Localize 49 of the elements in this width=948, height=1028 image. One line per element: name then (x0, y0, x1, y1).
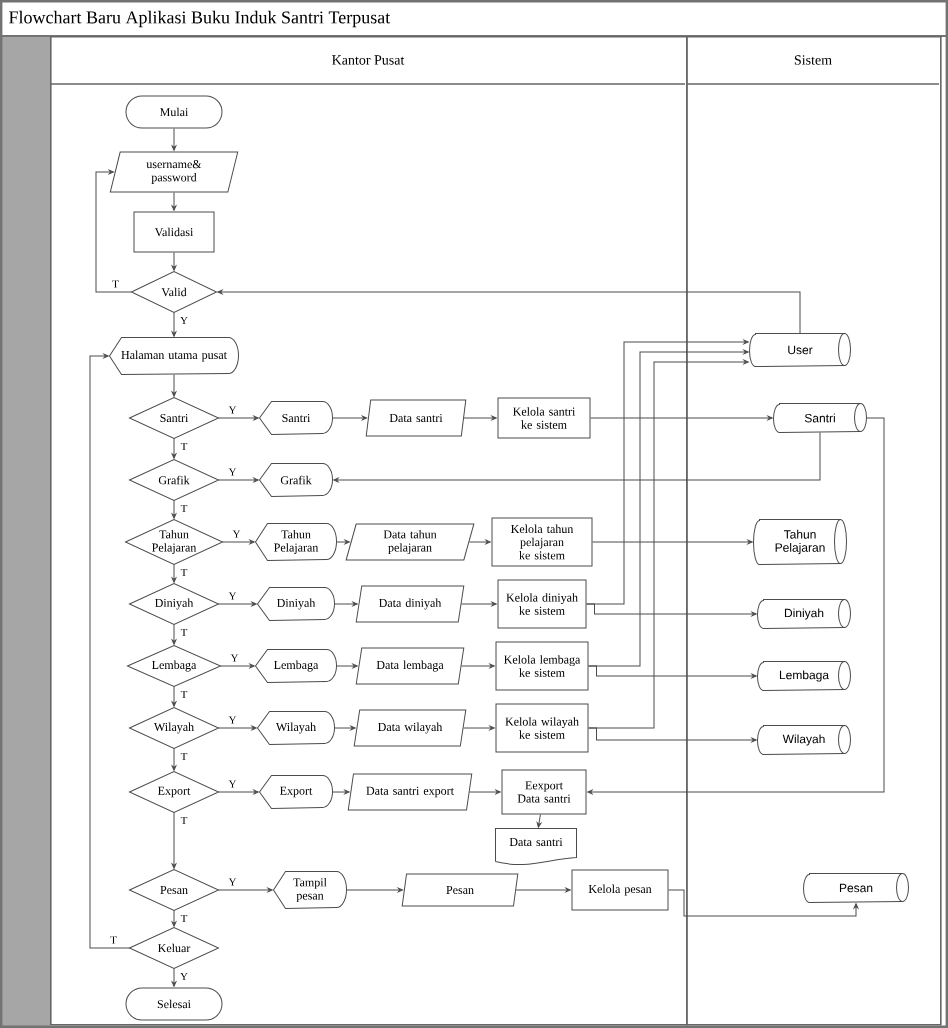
arrow (515, 887, 571, 893)
arrow (218, 725, 257, 731)
arrow (171, 192, 177, 211)
arrow (592, 539, 753, 545)
arrow (171, 748, 177, 771)
arrow (171, 252, 177, 271)
arrow (171, 812, 177, 869)
arrow (332, 789, 350, 795)
arrow (218, 789, 259, 795)
arrow (171, 374, 177, 397)
arrow (461, 663, 495, 669)
arrow (346, 887, 404, 893)
arrow (334, 725, 356, 731)
arrow (336, 539, 350, 545)
arrow (463, 725, 495, 731)
arrow (586, 339, 749, 605)
arrow (171, 564, 177, 583)
arrow (333, 432, 821, 483)
title: Flowchart Baru Aplikasi Buku Induk Santri Terpusat (9, 10, 391, 28)
arrow (336, 663, 358, 669)
arrow (171, 500, 177, 519)
arrow (590, 415, 773, 421)
arrow (171, 686, 177, 707)
arrow (218, 415, 259, 421)
arrow (469, 789, 501, 795)
arrow (461, 601, 497, 607)
arrow (332, 415, 368, 421)
arrow (218, 477, 259, 483)
arrow (668, 889, 859, 917)
arrow (588, 359, 749, 729)
arrow (334, 601, 358, 607)
arrow (171, 968, 177, 987)
arrow (171, 438, 177, 459)
arrow (171, 624, 177, 645)
arrow (95, 169, 132, 293)
arrow (468, 539, 491, 545)
arrow (171, 312, 177, 337)
arrow (218, 601, 257, 607)
arrow (536, 814, 542, 828)
arrow (587, 417, 885, 795)
arrow (220, 663, 255, 669)
arrow (588, 349, 749, 667)
arrow (463, 415, 497, 421)
arrow (89, 353, 130, 949)
arrow (171, 910, 177, 927)
arrow (222, 539, 255, 545)
arrow (218, 887, 273, 893)
arrow (171, 128, 177, 151)
arrow (217, 289, 801, 334)
